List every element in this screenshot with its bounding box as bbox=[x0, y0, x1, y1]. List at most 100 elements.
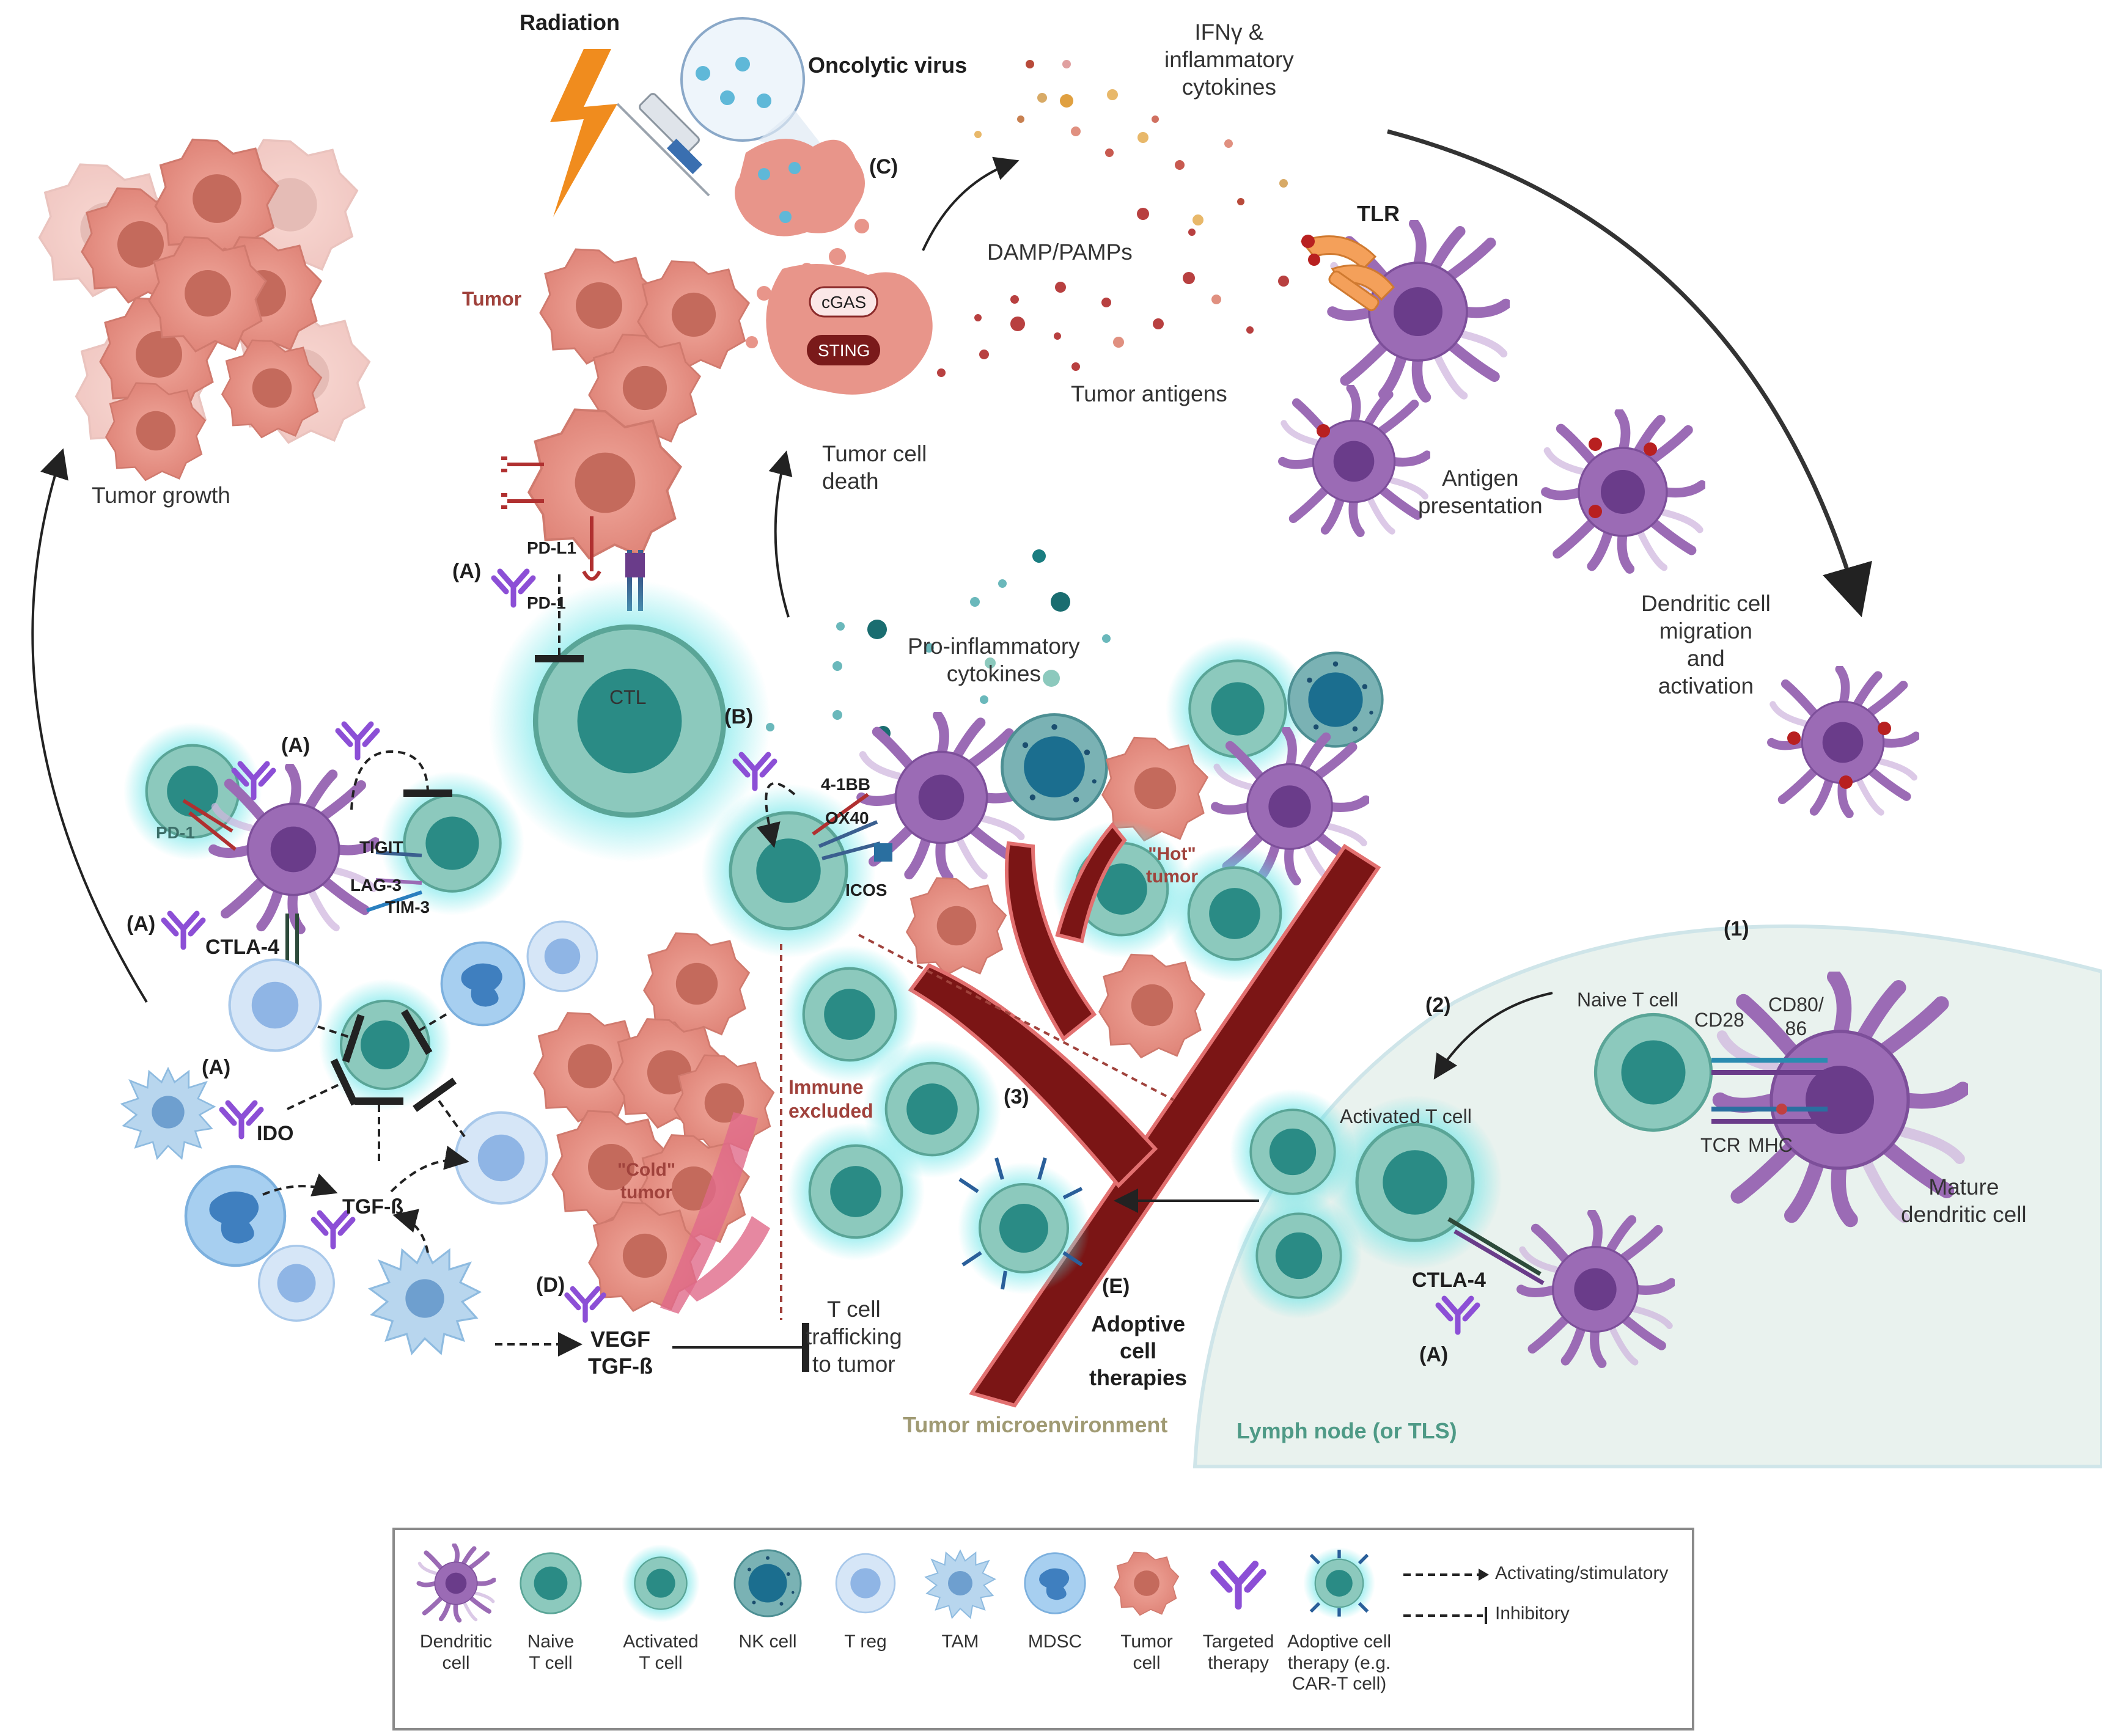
cd28-cd80-bond bbox=[1711, 1058, 1828, 1124]
tumor-cell-death-label: Tumor cell death bbox=[822, 441, 927, 494]
activated-t-cell-icon bbox=[621, 1544, 700, 1623]
sting-badge bbox=[807, 335, 880, 365]
legend-label: Naive T cell bbox=[527, 1632, 575, 1673]
adoptive-label: Adoptive cell therapies bbox=[1089, 1311, 1188, 1390]
ctla4-left-label: CTLA-4 bbox=[205, 936, 279, 959]
virus-particles bbox=[758, 162, 801, 223]
legend-label: TAM bbox=[941, 1632, 979, 1652]
legend-item: TAM bbox=[911, 1544, 1009, 1653]
cold-tumor-label: "Cold" tumor bbox=[617, 1160, 676, 1203]
legend-item: MDSC bbox=[1006, 1544, 1104, 1653]
dendritic-cell-ap-right bbox=[1546, 413, 1702, 569]
label-2: (2) bbox=[1425, 994, 1451, 1017]
label-a-top: (A) bbox=[452, 560, 482, 583]
radiation-label: Radiation bbox=[520, 10, 620, 35]
car-t-cell bbox=[957, 1157, 1091, 1295]
tumor-cell-hot-2 bbox=[906, 877, 1007, 976]
antigen-presentation-label: Antigen presentation bbox=[1418, 466, 1543, 519]
pd-1-top-label: PD-1 bbox=[527, 593, 566, 612]
legend-label: MDSC bbox=[1027, 1632, 1082, 1652]
legend-label: Dendritic cell bbox=[419, 1632, 493, 1673]
pro-inflammatory-label: Pro-inflammatory cytokines bbox=[908, 634, 1080, 687]
icos-label: ICOS bbox=[845, 881, 887, 899]
legend-item: Dendritic cell bbox=[407, 1544, 505, 1674]
tumor-antigens-label: Tumor antigens bbox=[1071, 381, 1227, 406]
legend-item: NK cell bbox=[719, 1544, 817, 1653]
mdsc-top bbox=[440, 941, 526, 1027]
legend-item: Targeted therapy bbox=[1189, 1544, 1287, 1674]
arrow-to-tumor-growth bbox=[31, 448, 148, 1003]
dendritic-cell-ap-left bbox=[1282, 388, 1427, 532]
tgfb-label: TGF-ß bbox=[342, 1195, 404, 1218]
dying-tumor-cells bbox=[735, 139, 933, 395]
ctla4-right-label: CTLA-4 bbox=[1412, 1269, 1486, 1292]
mature-dc-label: Mature dendritic cell bbox=[1901, 1174, 2027, 1228]
legend-item: T reg bbox=[817, 1544, 914, 1653]
inhibitory-line-icon bbox=[1403, 1607, 1487, 1624]
ido-label: IDO bbox=[257, 1122, 294, 1145]
antibody-left-2 bbox=[338, 724, 377, 758]
tlr-receptor-icon bbox=[1300, 235, 1395, 312]
car-t-cell-icon bbox=[1303, 1547, 1376, 1620]
naive-t-cell-icon bbox=[520, 1552, 582, 1614]
t-reg-icon bbox=[835, 1553, 896, 1614]
cgas-label: cGAS bbox=[821, 293, 867, 312]
label-c: (C) bbox=[869, 155, 898, 178]
legend-label: NK cell bbox=[738, 1632, 797, 1652]
tumor-label: Tumor bbox=[462, 288, 522, 310]
arrow-to-cell-death bbox=[768, 450, 793, 618]
label-b: (B) bbox=[724, 705, 754, 728]
legend-activating-label: Activating/stimulatory bbox=[1495, 1563, 1669, 1583]
tme-label: Tumor microenvironment bbox=[903, 1412, 1168, 1437]
antibody-d bbox=[567, 1289, 604, 1320]
pd-l1-label: PD-L1 bbox=[527, 538, 576, 557]
tim3-label: TIM-3 bbox=[385, 898, 430, 917]
dendritic-cell-ctla4 bbox=[1521, 1213, 1672, 1363]
sting-label: STING bbox=[818, 341, 870, 360]
legend-label: T reg bbox=[844, 1632, 887, 1652]
ox40-label: OX40 bbox=[825, 808, 869, 827]
vessel-dashed-line bbox=[858, 934, 1174, 1101]
cd28-label: CD28 bbox=[1694, 1009, 1744, 1031]
arrow-dc-migration bbox=[1387, 129, 1872, 618]
activated-t-tme-3 bbox=[787, 1123, 925, 1261]
legend-label: Tumor cell bbox=[1120, 1632, 1173, 1673]
lag3-label: LAG-3 bbox=[350, 876, 402, 895]
t-reg-bottom bbox=[258, 1245, 335, 1322]
t-reg-right bbox=[456, 1113, 547, 1204]
label-a-right: (A) bbox=[1419, 1343, 1449, 1366]
nk-cell-icon bbox=[733, 1549, 802, 1617]
mdsc-bottom bbox=[186, 1166, 285, 1265]
tam-left bbox=[121, 1068, 215, 1159]
activated-t-label: Activated T cell bbox=[1340, 1105, 1472, 1127]
legend-item: Activated T cell bbox=[612, 1544, 710, 1674]
label-a-ido: (A) bbox=[202, 1056, 231, 1079]
legend-box: Dendritic cell Naive T cell Activated T … bbox=[392, 1528, 1694, 1731]
label-3: (3) bbox=[1004, 1085, 1029, 1108]
tumor-cell-icon bbox=[1114, 1551, 1180, 1616]
label-e: (E) bbox=[1102, 1275, 1130, 1298]
t-reg-top bbox=[526, 920, 598, 992]
naive-t-label: Naive T cell bbox=[1577, 989, 1678, 1011]
cold-tumor bbox=[533, 932, 775, 1314]
legend-item: Naive T cell bbox=[502, 1544, 600, 1674]
dendritic-cell-left bbox=[213, 767, 375, 929]
fourbb-label: 4-1BB bbox=[821, 775, 870, 794]
pd-1-left-label: PD-1 bbox=[156, 823, 195, 842]
legend-label: Adoptive cell therapy (e.g. CAR-T cell) bbox=[1287, 1632, 1392, 1694]
label-1: (1) bbox=[1724, 917, 1749, 940]
tam-bottom bbox=[369, 1245, 481, 1355]
tumor-cell-hot-3 bbox=[1098, 953, 1205, 1058]
t-trafficking-label: T cell trafficking to tumor bbox=[806, 1297, 902, 1377]
ifn-cytokine-dots bbox=[974, 60, 1288, 225]
legend-item: Adoptive cell therapy (e.g. CAR-T cell) bbox=[1284, 1544, 1394, 1695]
activating-arrow-icon bbox=[1403, 1569, 1489, 1581]
damp-label: DAMP/PAMPs bbox=[987, 240, 1133, 265]
legend-item: Tumor cell bbox=[1098, 1544, 1196, 1674]
radiation-bolt-icon bbox=[550, 49, 617, 217]
legend-label: Activated T cell bbox=[623, 1632, 699, 1673]
tigit-label: TIGIT bbox=[359, 838, 403, 857]
immune-excluded-label: Immune excluded bbox=[788, 1076, 873, 1123]
tcr-label: TCR bbox=[1700, 1134, 1741, 1156]
